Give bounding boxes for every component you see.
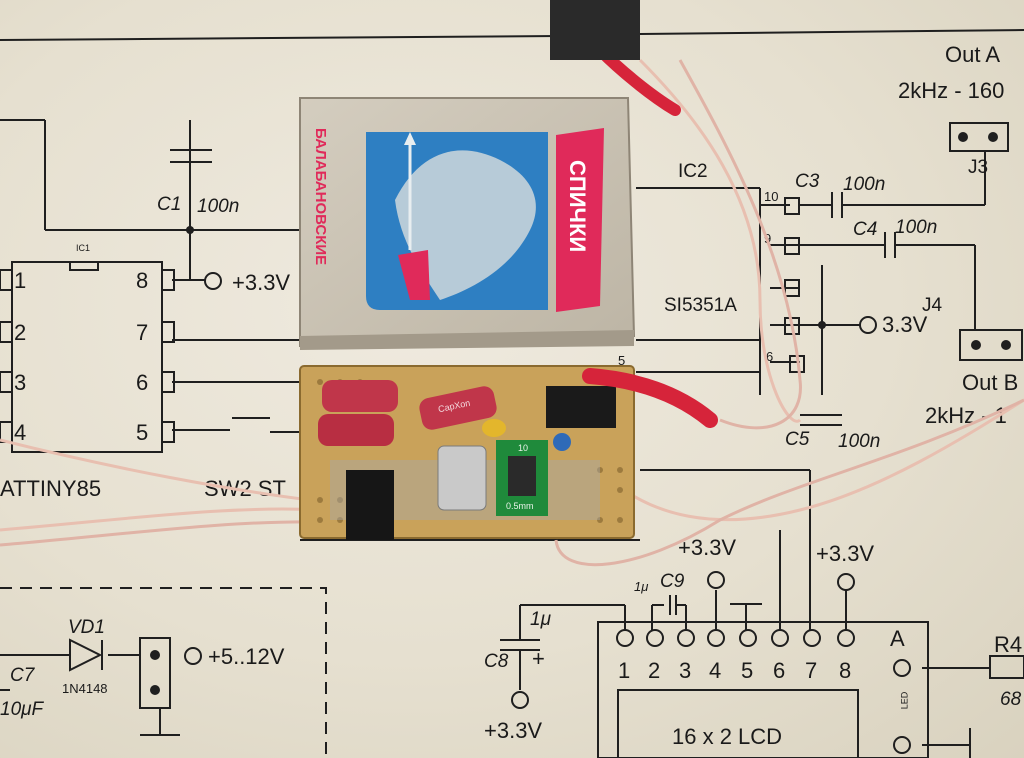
attiny-supply-label: +3.3V (232, 270, 291, 295)
lcd-anode-label: A (890, 626, 905, 651)
attiny-pin-5: 5 (136, 420, 149, 445)
attiny-pin-7: 7 (136, 320, 149, 345)
lcd-pin-6: 6 (773, 658, 786, 683)
lcd-label: 16 x 2 LCD (672, 724, 783, 749)
module-pitch-label: 0.5mm (506, 501, 534, 511)
out-a-frequency: 2kHz - 160 (898, 78, 1005, 103)
c3-label: C3 (795, 171, 820, 192)
lcd-supply-left: +3.3V (678, 535, 737, 560)
attiny-pin-8: 8 (136, 268, 149, 293)
pin-10-label: 10 (764, 189, 779, 204)
pin-5-label: 5 (618, 353, 626, 368)
lcd-pin-5: 5 (741, 658, 754, 683)
r4-value: 68 (1000, 689, 1022, 710)
attiny-pin-3: 3 (14, 370, 27, 395)
ic2-label: IC2 (678, 161, 708, 182)
out-b-label: Out B (962, 370, 1019, 395)
attiny-pin-6: 6 (136, 370, 149, 395)
ic1-label: IC1 (76, 243, 91, 253)
module-pin-label: 10 (518, 443, 529, 453)
c4-label: C4 (853, 219, 878, 240)
vd1-label: VD1 (68, 617, 105, 638)
j3-label: J3 (968, 157, 989, 178)
c3-value: 100n (843, 174, 886, 195)
j4-label: J4 (922, 295, 943, 316)
c7-label: C7 (10, 665, 35, 686)
c1-value: 100n (197, 196, 240, 217)
matchbox-side-text: БАЛАБАНОВСКИЕ (312, 128, 329, 266)
diode-part: 1N4148 (62, 681, 108, 696)
c8-label: C8 (484, 651, 509, 672)
c7-value: 10μF (0, 699, 44, 720)
c5-label: C5 (785, 429, 810, 450)
attiny-pin-4: 4 (14, 420, 27, 445)
out-a-label: Out A (945, 42, 1001, 67)
attiny-pin-2: 2 (14, 320, 27, 345)
input-voltage-label: +5..12V (208, 644, 285, 669)
c8-value: 1μ (530, 609, 551, 630)
c1-label: C1 (157, 194, 182, 215)
lcd-pin-4: 4 (709, 658, 722, 683)
matchbox-label: СПИЧКИ (565, 160, 590, 253)
pin-6-label: 6 (766, 349, 774, 364)
lcd-pin-8: 8 (839, 658, 852, 683)
lcd-supply-right: +3.3V (816, 541, 875, 566)
c8-supply-label: +3.3V (484, 718, 543, 743)
attiny-label: ATTINY85 (0, 476, 102, 501)
lcd-pin-3: 3 (679, 658, 692, 683)
lcd-pin-7: 7 (805, 658, 818, 683)
attiny-pin-1: 1 (14, 268, 27, 293)
c4-value: 100n (895, 217, 938, 238)
c9-label: C9 (660, 571, 685, 592)
lcd-pin-2: 2 (648, 658, 661, 683)
c5-value: 100n (838, 431, 881, 452)
out-b-frequency: 2kHz - 1 (925, 403, 1007, 428)
lcd-pin-1: 1 (618, 658, 631, 683)
c9-value: 1μ (634, 579, 649, 594)
c8-polarity: + (532, 646, 545, 671)
si5351a-label: SI5351A (664, 295, 737, 316)
si5351-supply-label: 3.3V (882, 312, 928, 337)
r4-label: R4 (994, 632, 1023, 657)
